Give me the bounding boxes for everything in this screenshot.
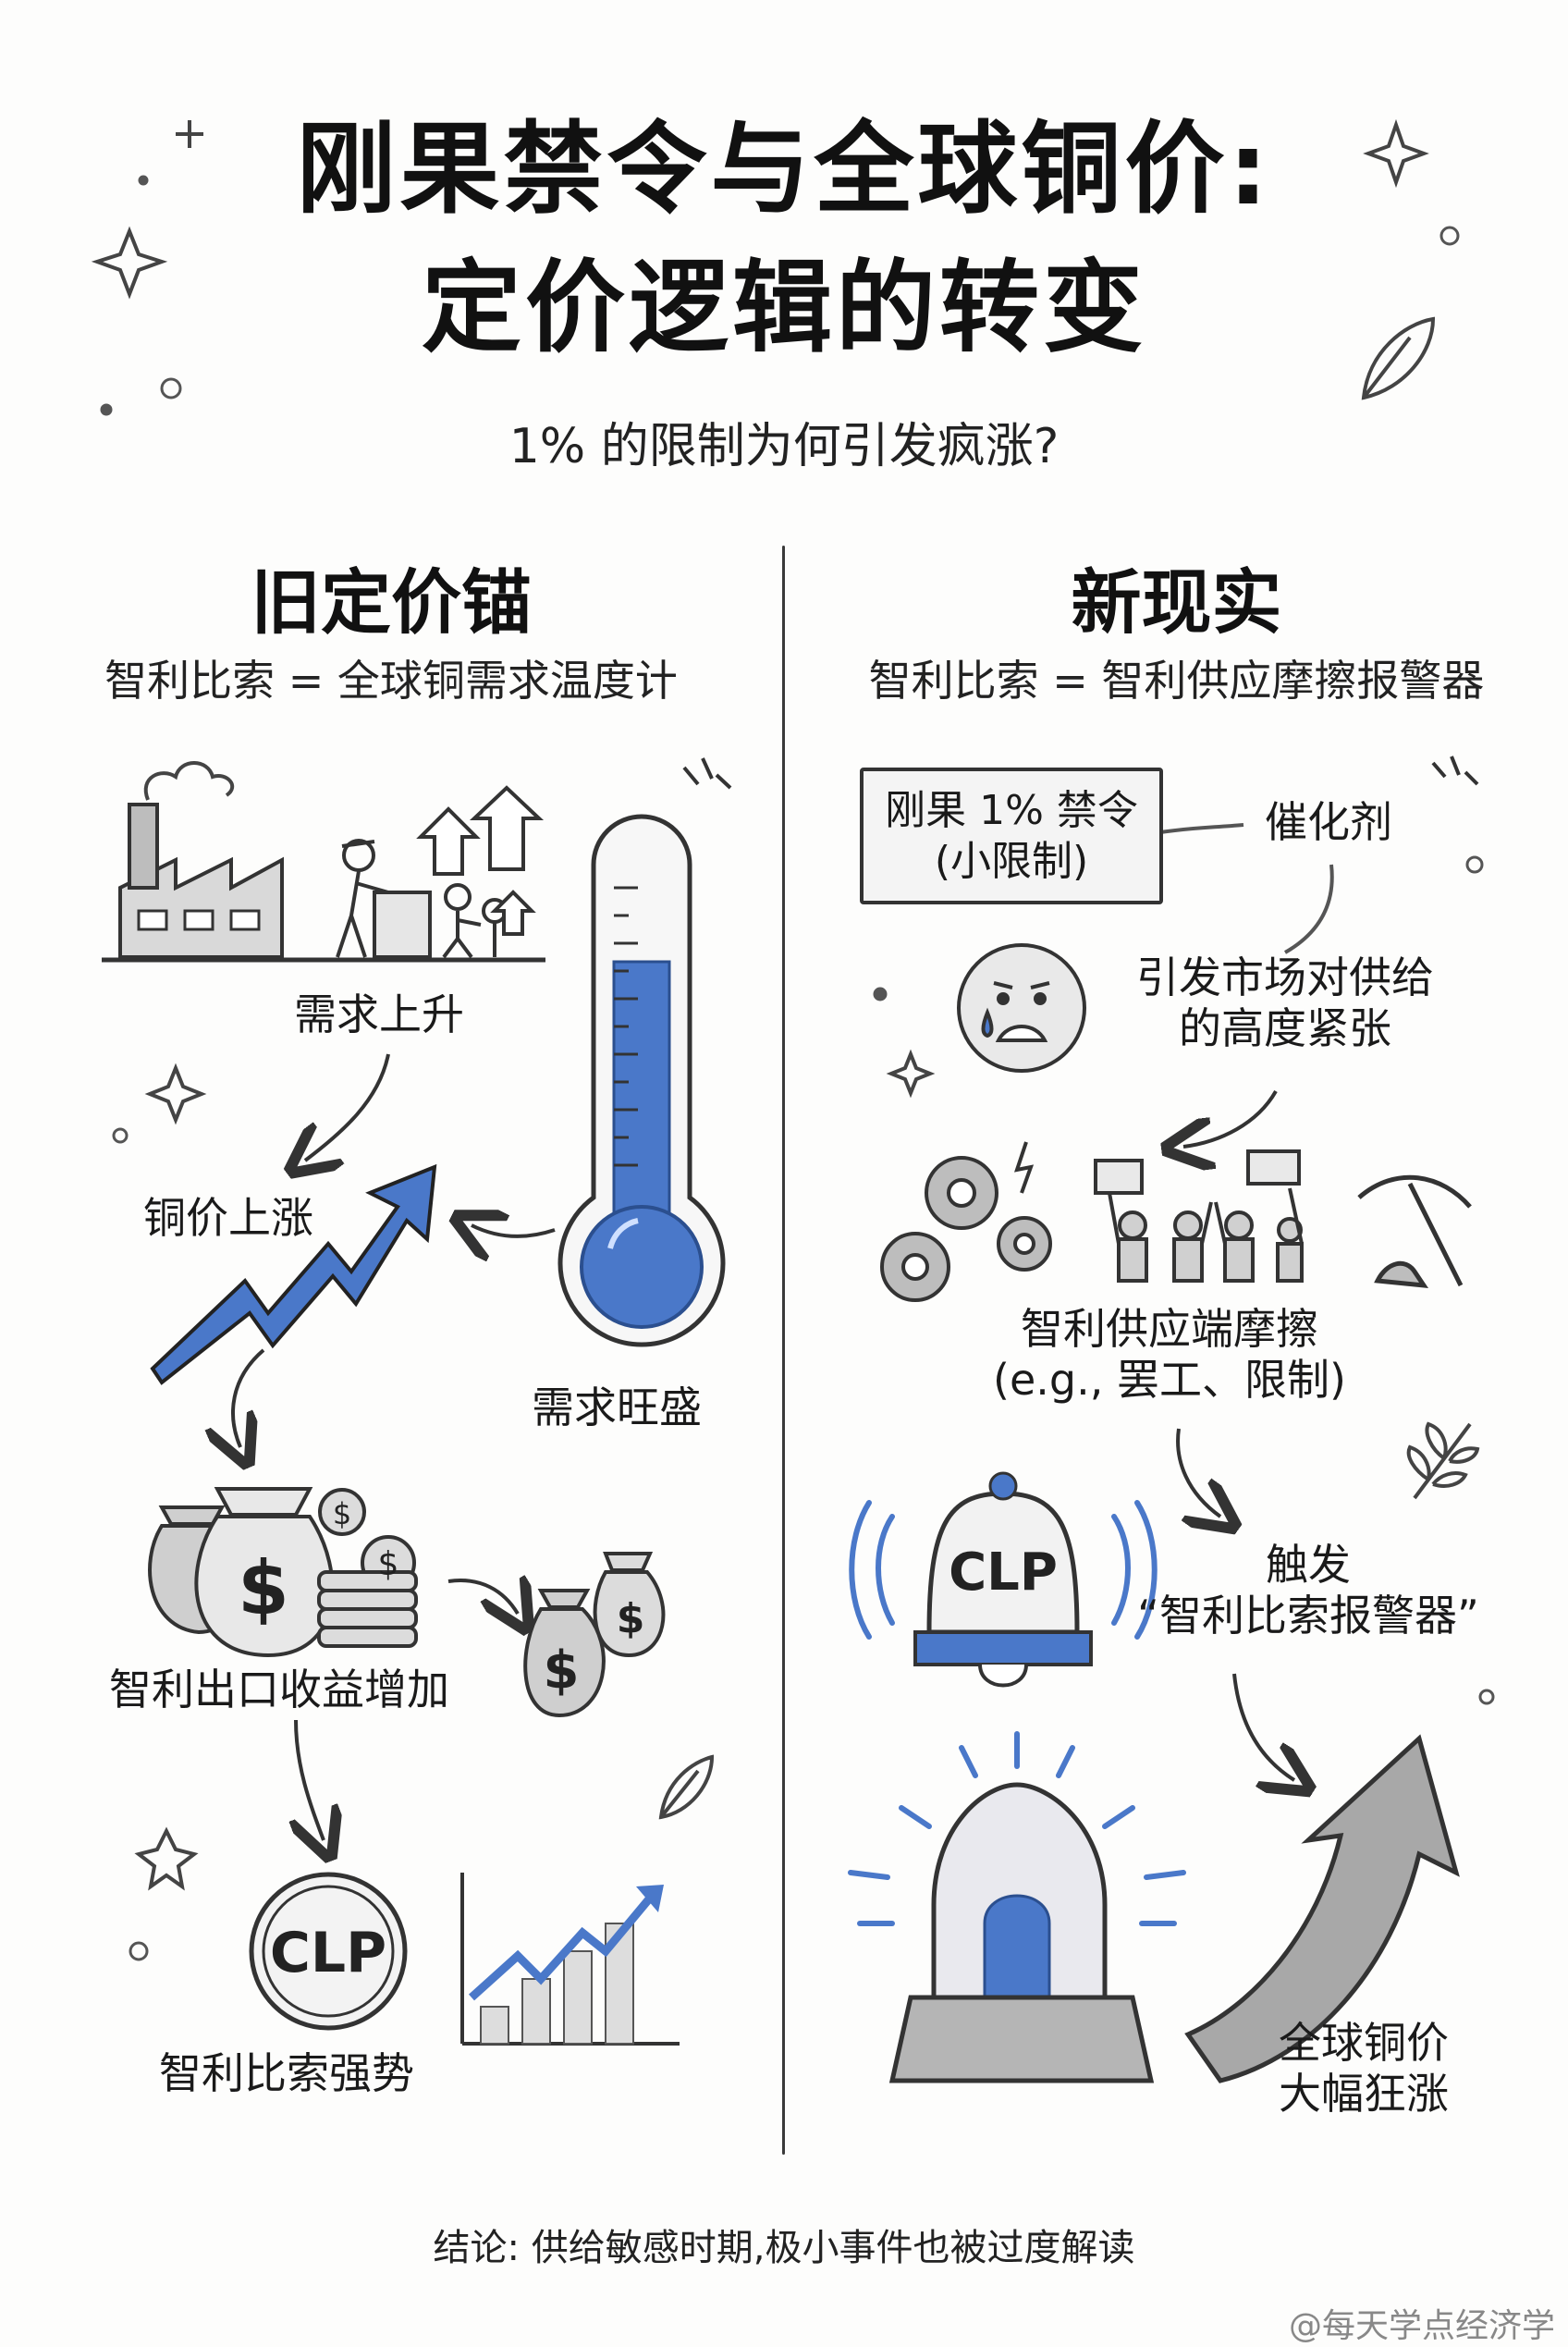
svg-text:$: $	[378, 1545, 399, 1583]
leaf-icon	[658, 316, 1480, 1820]
ban-box-line-2: (小限制)	[934, 838, 1089, 885]
clp-bell-label: CLP	[949, 1542, 1058, 1603]
main-title-line-2: 定价逻辑的转变	[421, 251, 1146, 366]
clp-coin-label: CLP	[269, 1921, 387, 1985]
label-result: 全球铜价 大幅狂涨	[1225, 2018, 1502, 2120]
protest-icon	[1094, 1149, 1304, 1283]
watermark: @每天学点经济学	[1288, 2307, 1555, 2345]
left-heading: 旧定价锚	[251, 561, 532, 644]
up-arrow-icon	[416, 785, 545, 936]
spark-lines-icon	[682, 757, 732, 790]
label-demand-rise: 需求上升	[294, 989, 464, 1039]
tension-line-1: 引发市场对供给	[1136, 952, 1434, 1002]
friction-line-1: 智利供应端摩擦	[1021, 1304, 1318, 1354]
clp-coin-icon	[249, 1872, 408, 2031]
label-export-income: 智利出口收益增加	[109, 1665, 449, 1714]
label-strong-demand: 需求旺盛	[532, 1382, 702, 1432]
conclusion: 结论: 供给敏感时期,极小事件也被过度解读	[433, 2227, 1135, 2269]
clp-bell-icon	[849, 1471, 1158, 1688]
svg-text:$: $	[544, 1640, 580, 1701]
flow-arrow-icon	[1178, 1090, 1294, 1780]
trigger-line-2: “智利比索报警器”	[1137, 1591, 1479, 1641]
flow-arrow-icon	[233, 1053, 556, 1840]
ban-box-line-1: 刚果 1% 禁令	[885, 787, 1138, 834]
label-trigger: 触发 “智利比索报警器”	[1114, 1540, 1502, 1641]
gears-icon	[880, 1141, 1052, 1302]
connector-line-icon	[1159, 823, 1334, 954]
right-heading: 新现实	[1071, 561, 1282, 644]
trigger-line-1: 触发	[1266, 1540, 1351, 1590]
pickaxe-icon	[1357, 1174, 1472, 1289]
friction-line-2: (e.g., 罢工、限制)	[993, 1355, 1346, 1406]
label-friction: 智利供应端摩擦 (e.g., 罢工、限制)	[975, 1304, 1364, 1406]
sparkle-icon	[91, 118, 1429, 1891]
main-title-line-1: 刚果禁令与全球铜价:	[296, 112, 1272, 227]
label-peso-strong: 智利比索强势	[159, 2048, 414, 2098]
siren-icon	[848, 1731, 1186, 2083]
svg-text:$: $	[333, 1496, 351, 1531]
factory-icon	[102, 761, 545, 963]
thermometer-icon	[557, 814, 726, 1347]
dot-icon	[100, 175, 1495, 1961]
label-tension: 引发市场对供给 的高度紧张	[1109, 952, 1461, 1054]
svg-text:$: $	[617, 1595, 645, 1642]
money-bags-icon: $ $ $ $ $	[148, 1487, 666, 1718]
label-catalyst: 催化剂	[1265, 797, 1392, 847]
workers-icon	[336, 839, 508, 959]
column-divider	[782, 546, 785, 2155]
rising-chart-icon	[460, 1873, 680, 2046]
tension-line-2: 的高度紧张	[1179, 1003, 1391, 1054]
worried-face-icon	[957, 943, 1086, 1073]
congo-ban-box: 刚果 1% 禁令 (小限制)	[860, 768, 1163, 904]
trend-up-arrow-icon	[150, 1163, 437, 1385]
right-subheading: 智利比索 = 智利供应摩擦报警器	[868, 656, 1485, 706]
big-up-arrow-icon	[1184, 1734, 1460, 2083]
svg-text:$: $	[238, 1545, 289, 1631]
spark-lines-icon	[1431, 756, 1479, 786]
result-line-1: 全球铜价	[1279, 2018, 1449, 2068]
left-subheading: 智利比索 = 全球铜需求温度计	[104, 656, 678, 706]
subtitle: 1% 的限制为何引发疯涨?	[508, 419, 1060, 474]
label-copper-up: 铜价上涨	[143, 1193, 313, 1243]
result-line-2: 大幅狂涨	[1279, 2069, 1449, 2120]
